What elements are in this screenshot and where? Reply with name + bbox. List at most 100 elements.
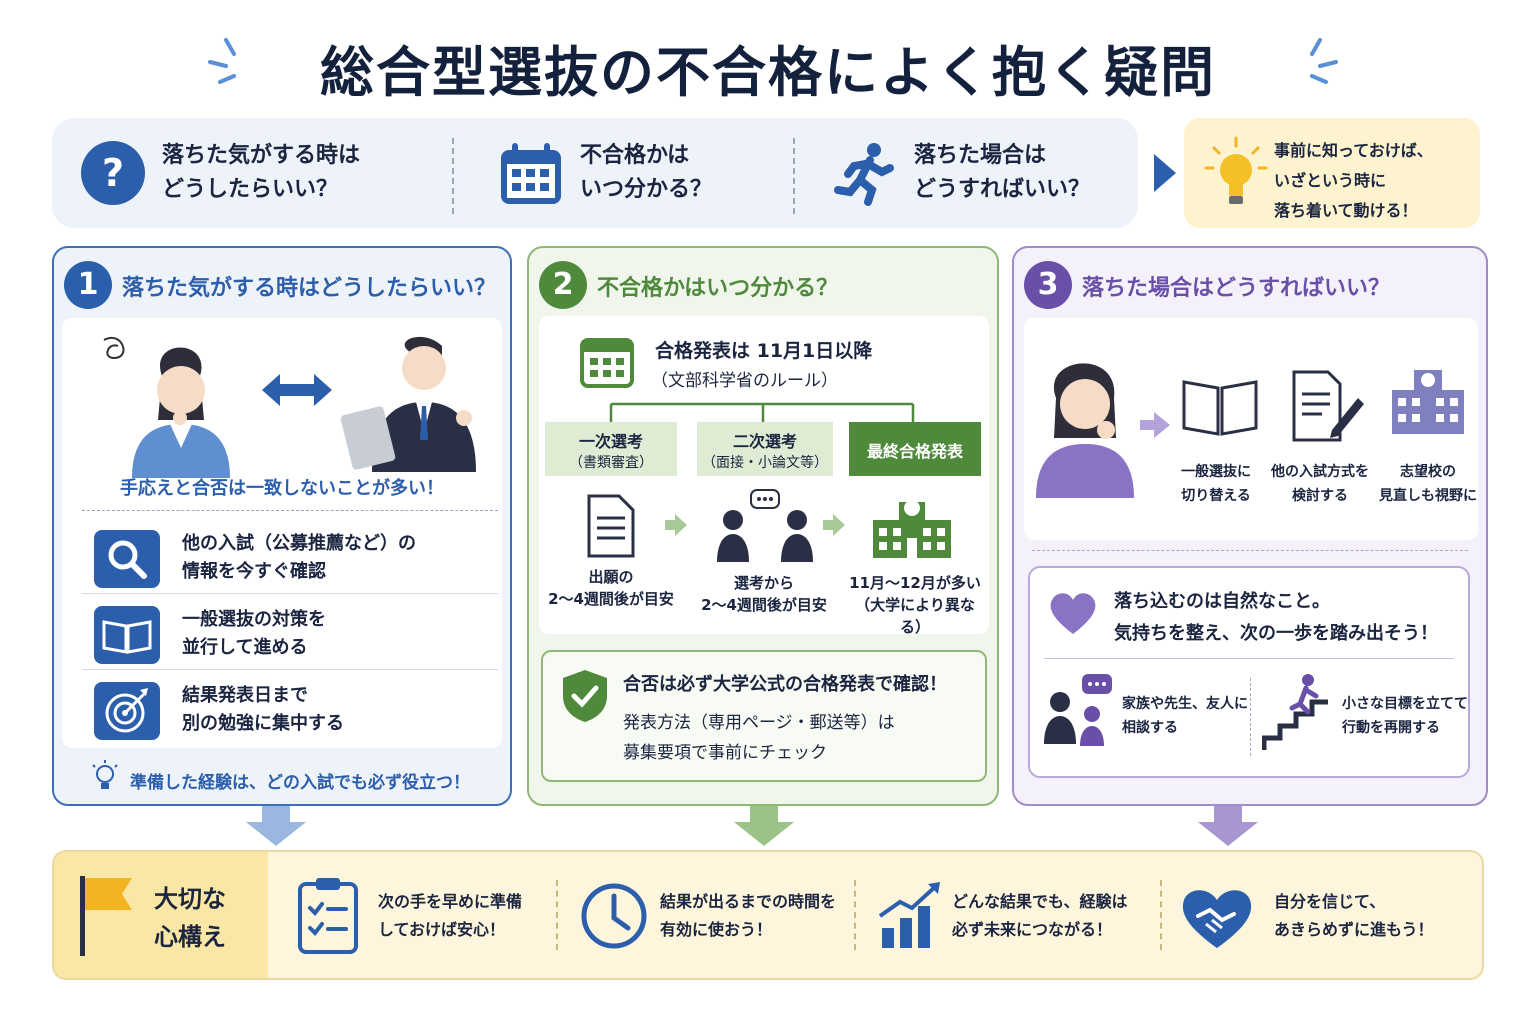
- tip-text: 事前に知っておけば、 いざという時に 落ち着いて動ける！: [1274, 141, 1433, 220]
- school-building-icon: [1392, 370, 1464, 434]
- question-3-text: 落ちた場合は どうすればいい？: [914, 143, 1091, 202]
- question-strip: ? 落ちた気がする時は どうしたらいい？ 不合格かは いつ分かる？ 落ちた場合は…: [52, 118, 1138, 228]
- action-2: 小さな目標を立てて 行動を再開する: [1342, 696, 1468, 736]
- announce-date: 合格発表は 11月1日以降: [655, 340, 873, 362]
- panel-1-number: 1: [64, 261, 112, 309]
- svg-text:?: ?: [102, 151, 124, 195]
- panel-2: 2 不合格かはいつ分かる？ 合格発表は 11月1日以降 （文部科学省のルール） …: [527, 246, 999, 806]
- strip-divider: [793, 138, 795, 214]
- clock-icon: [581, 883, 647, 949]
- stairs-climb-icon: [1262, 674, 1328, 750]
- stage-1-subtitle: （書類審査）: [569, 455, 653, 471]
- target-icon: [94, 682, 160, 740]
- panel-1-item-text: 一般選抜の対策を 並行して進める: [182, 609, 326, 658]
- interview-icon: [717, 489, 813, 562]
- shield-check-icon: [563, 670, 607, 722]
- panel-1-item: 結果発表日まで 別の勉強に集中する: [82, 674, 498, 746]
- mindset-text: 自分を信じて、 あきらめずに進もう！: [1274, 892, 1434, 939]
- stage-3-title: 最終合格発表: [866, 442, 963, 461]
- growth-chart-icon: [878, 882, 940, 948]
- arrow-right-icon: [1140, 412, 1170, 438]
- arrow-right-icon: [823, 514, 845, 536]
- strip-divider: [452, 138, 454, 214]
- divider: [1160, 880, 1162, 950]
- triangle-arrow-icon: [1154, 154, 1176, 192]
- panel-3-heading: 落ちた場合はどうすればいい？: [1082, 276, 1391, 301]
- action-1: 家族や先生、友人に 相談する: [1122, 696, 1248, 736]
- announce-rule: （文部科学省のルール）: [651, 371, 838, 391]
- stage-2-subtitle: （面接・小論文等）: [702, 455, 828, 471]
- divider: [82, 510, 498, 511]
- lightbulb-icon: [1204, 136, 1268, 204]
- mindset-item: どんな結果でも、経験は 必ず未来につながる！: [874, 852, 1154, 978]
- divider: [1044, 658, 1454, 659]
- open-book-icon: [1182, 380, 1258, 436]
- option-3: 志望校の 見直しも視野に: [1379, 464, 1477, 504]
- check-title: 合否は必ず大学公式の合格発表で確認！: [623, 674, 947, 695]
- people-chat-icon: [1044, 674, 1112, 746]
- book-icon: [94, 606, 160, 664]
- mindset-text: どんな結果でも、経験は 必ず未来につながる！: [952, 892, 1128, 939]
- sad-student-icon: [1036, 363, 1134, 498]
- divider: [1032, 550, 1468, 551]
- question-3: 落ちた場合は どうすればいい？: [832, 118, 1090, 228]
- tip-box: 事前に知っておけば、 いざという時に 落ち着いて動ける！: [1184, 118, 1480, 228]
- check-box: 合否は必ず大学公式の合格発表で確認！ 発表方法（専用ページ・郵送等）は 募集要項…: [541, 650, 987, 782]
- panel-1-item-text: 結果発表日まで 別の勉強に集中する: [182, 685, 344, 734]
- handshake-heart-icon: [1182, 890, 1252, 948]
- running-person-icon: [834, 143, 894, 206]
- double-arrow-icon: [262, 374, 332, 406]
- mindset-label: 大切な 心構え: [154, 885, 226, 951]
- document-icon: [587, 494, 635, 558]
- page-title: 総合型選抜の不合格によく抱く疑問: [320, 41, 1216, 104]
- clipboard-icon: [298, 878, 358, 954]
- mindset-label-box: 大切な 心構え: [54, 852, 268, 978]
- check-text: 発表方法（専用ページ・郵送等）は 募集要項で事前にチェック: [623, 713, 895, 763]
- question-1-text: 落ちた気がする時は どうしたらいい？: [162, 143, 361, 202]
- question-1: ? 落ちた気がする時は どうしたらいい？: [80, 118, 360, 228]
- stage-1-header: 一次選考 （書類審査）: [545, 422, 677, 476]
- panel-1-item: 他の入試（公募推薦など）の 情報を今すぐ確認: [82, 522, 498, 594]
- university-building-icon: [873, 500, 951, 558]
- sparkle-right-icon: [1310, 38, 1338, 84]
- panel-3-number: 3: [1024, 261, 1072, 309]
- search-icon: [94, 530, 160, 588]
- panel-1-item: 一般選抜の対策を 並行して進める: [82, 598, 498, 670]
- teacher-icon: [340, 336, 476, 472]
- panel-2-card: 合格発表は 11月1日以降 （文部科学省のルール） 一次選考 （書類審査） 二次…: [539, 316, 989, 636]
- panel-3-card: 一般選抜に 切り替える 他の入試方式を 検討する 志望校の 見直しも視野に: [1024, 318, 1478, 540]
- stage-3-header: 最終合格発表: [849, 422, 981, 476]
- emotion-box: 落ち込むのは自然なこと。 気持ちを整え、次の一歩を踏み出そう！ 家族や先生、友人…: [1028, 566, 1470, 778]
- divider: [556, 880, 558, 950]
- sparkle-left-icon: [208, 38, 236, 84]
- panel-1-heading: 落ちた気がする時はどうしたらいい？: [122, 276, 497, 301]
- heart-icon: [1050, 593, 1096, 634]
- stage-2-desc: 選考から 2～4週間後が目安: [701, 574, 827, 614]
- panel-1-item-text: 他の入試（公募推薦など）の 情報を今すぐ確認: [182, 533, 416, 582]
- mindset-text: 次の手を早めに準備 しておけば安心！: [378, 892, 523, 939]
- document-pen-icon: [1292, 370, 1364, 442]
- panel-3: 3 落ちた場合はどうすればいい？ 一般選抜に 切り替える 他の入試方式を 検討す…: [1012, 246, 1488, 806]
- timeline-connector: [609, 402, 915, 422]
- mindset-item: 次の手を早めに準備 しておけば安心！: [292, 852, 552, 978]
- stage-1-desc: 出願の 2～4週間後が目安: [548, 568, 674, 608]
- stage-3-desc: 11月～12月が多い （大学により異なる）: [849, 574, 981, 636]
- down-arrow-icon: [734, 806, 794, 846]
- down-arrow-icon: [1198, 806, 1258, 846]
- panel-1-caption: 手応えと合否は一致しないことが多い！: [120, 478, 444, 499]
- arrow-right-icon: [665, 514, 687, 536]
- option-2: 他の入試方式を 検討する: [1271, 464, 1369, 504]
- emotion-text: 落ち込むのは自然なこと。 気持ちを整え、次の一歩を踏み出そう！: [1114, 591, 1438, 644]
- panel-1-card: 手応えと合否は一致しないことが多い！ 他の入試（公募推薦など）の 情報を今すぐ確…: [62, 318, 502, 748]
- panel-2-number: 2: [539, 261, 587, 309]
- mindset-item: 自分を信じて、 あきらめずに進もう！: [1178, 852, 1478, 978]
- calendar-icon: [580, 338, 634, 388]
- panel-1: 1 落ちた気がする時はどうしたらいい？ 手応えと合否は一致しないことが多い！ 他…: [52, 246, 512, 806]
- worried-student-icon: [103, 336, 230, 478]
- calendar-icon: [501, 143, 561, 204]
- panel-2-heading: 不合格かはいつ分かる？: [597, 276, 839, 301]
- down-arrow-icon: [246, 806, 306, 846]
- lightbulb-outline-icon: [92, 760, 118, 789]
- divider: [1250, 678, 1251, 756]
- question-2: 不合格かは いつ分かる？: [498, 118, 712, 228]
